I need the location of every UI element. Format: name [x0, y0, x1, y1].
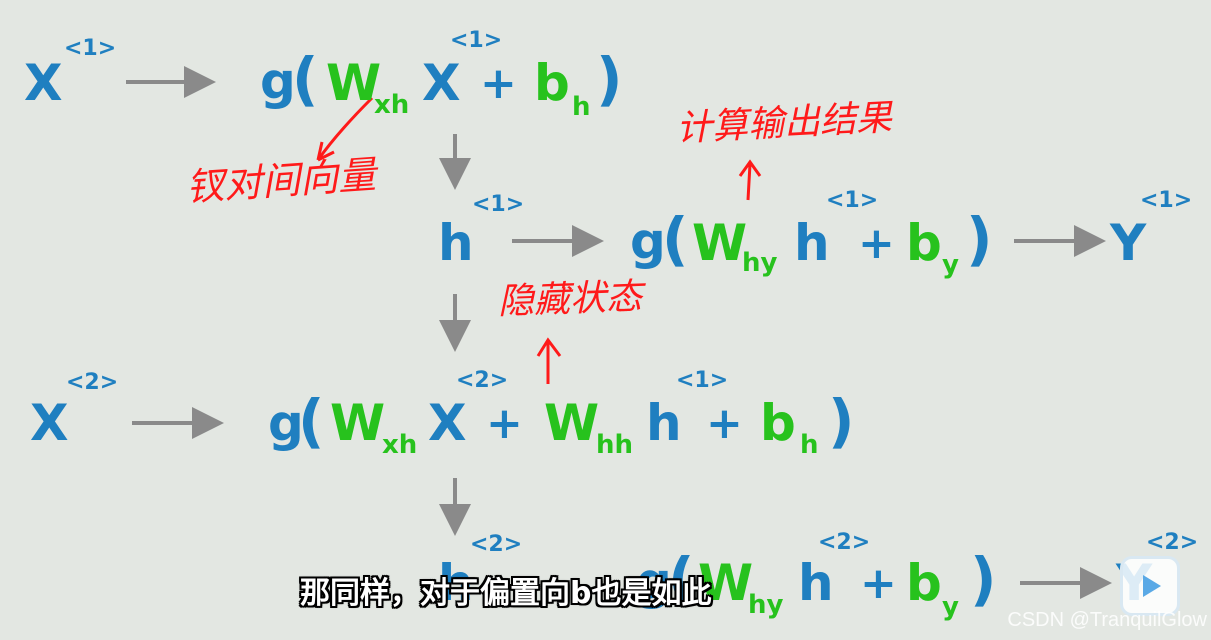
weight-whh-r3-subscript: hh	[596, 430, 634, 460]
bias-by-r4: b	[906, 554, 942, 612]
close-paren-r1: )	[596, 45, 623, 113]
weight-whh-r3: W	[544, 394, 600, 452]
hidden-h1-superscript: <1>	[472, 192, 525, 217]
plus-r1: +	[480, 58, 517, 109]
hidden-h2: h	[438, 554, 474, 612]
bias-by-r2: b	[906, 214, 942, 272]
hidden-h2-inner-superscript: <2>	[818, 530, 871, 555]
activation-g-r4: g	[636, 552, 672, 610]
input-x1: X	[24, 54, 63, 112]
hidden-h1-inner: h	[794, 214, 830, 272]
red-pointer-weight	[316, 96, 374, 161]
annotation-hidden-state: 隐藏状态	[497, 276, 643, 323]
input-x2-inner: X	[428, 394, 467, 452]
red-caret-hidden	[536, 337, 562, 384]
input-x2-inner-superscript: <2>	[456, 368, 509, 393]
activation-g-r1: g	[260, 52, 296, 110]
bias-by-r4-subscript: y	[942, 592, 959, 622]
output-y1-superscript: <1>	[1140, 188, 1193, 213]
video-player-logo-icon	[1120, 556, 1180, 616]
weight-wxh-r3-subscript: xh	[382, 430, 418, 460]
open-paren-r4: (	[668, 545, 695, 613]
bias-bh-r3-subscript: h	[800, 430, 819, 460]
hidden-h2-inner: h	[798, 554, 834, 612]
close-paren-r3: )	[828, 387, 855, 455]
plus-r4: +	[860, 558, 897, 609]
bias-by-r2-subscript: y	[942, 250, 959, 280]
hidden-h2-superscript: <2>	[470, 532, 523, 557]
plus-r2: +	[858, 218, 895, 269]
plus-r3-b: +	[706, 398, 743, 449]
input-x1-inner: X	[422, 54, 461, 112]
open-paren-r1: (	[292, 45, 319, 113]
input-x1-superscript: <1>	[64, 36, 117, 61]
weight-wxh-r3: W	[330, 394, 386, 452]
bias-bh-r1: b	[534, 54, 570, 112]
input-x1-inner-superscript: <1>	[450, 28, 503, 53]
hidden-h1-inner-superscript: <1>	[826, 188, 879, 213]
hidden-h1: h	[438, 214, 474, 272]
input-x2-superscript: <2>	[66, 370, 119, 395]
output-y1: Y	[1110, 214, 1147, 272]
weight-why-r4-subscript: hy	[748, 590, 784, 620]
close-paren-r4: )	[970, 545, 997, 613]
output-y2-superscript: <2>	[1146, 530, 1199, 555]
open-paren-r3: (	[298, 387, 325, 455]
watermark: CSDN @TranquilGlow	[1007, 609, 1207, 631]
red-pointer-weight-head	[316, 141, 335, 162]
plus-r3-a: +	[486, 398, 523, 449]
close-paren-r2: )	[966, 205, 993, 273]
weight-wxh-r1-subscript: xh	[374, 90, 410, 120]
weight-wxh-r1: W	[326, 54, 382, 112]
activation-g-r3: g	[268, 394, 304, 452]
open-paren-r2: (	[662, 205, 689, 273]
hidden-h1-r3-superscript: <1>	[676, 368, 729, 393]
weight-why-r4: W	[698, 554, 754, 612]
activation-g-r2: g	[630, 212, 666, 270]
bias-bh-r3: b	[760, 394, 796, 452]
red-caret-output	[738, 159, 762, 201]
bias-bh-r1-subscript: h	[572, 92, 591, 122]
video-subtitle: 那同样，对于偏置向b也是如此	[300, 576, 712, 611]
weight-why-r2: W	[692, 214, 748, 272]
hidden-h1-r3: h	[646, 394, 682, 452]
weight-why-r2-subscript: hy	[742, 248, 778, 278]
input-x2: X	[30, 394, 69, 452]
